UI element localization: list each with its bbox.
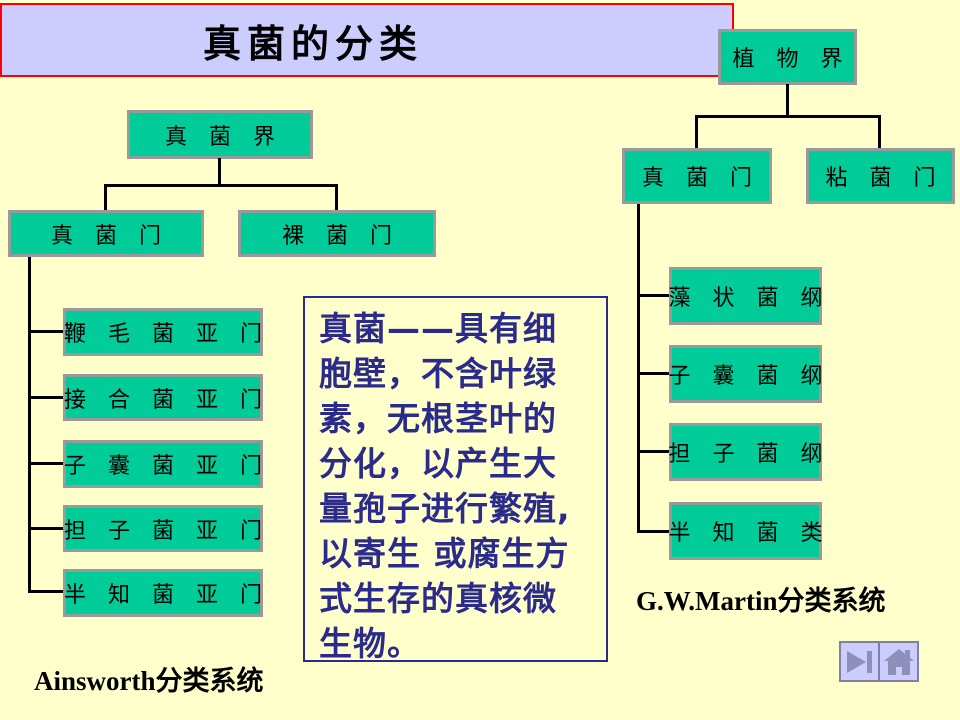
connector-line [637,530,670,533]
connector-line [695,115,698,149]
martin-class-box: 子 囊 菌 纲 [669,345,823,403]
definition-line: 以寄生 或腐生方 [319,534,570,573]
ainsworth-subdivision-box: 子 囊 菌 亚 门 [63,440,263,488]
ainsworth-subdivision-box: 鞭 毛 菌 亚 门 [63,308,263,356]
ainsworth-child-box: 真 菌 门 [8,210,204,257]
martin-caption: G.W.Martin分类系统 [636,586,886,616]
connector-line [878,115,881,149]
definition-line: 生物。 [319,624,421,663]
ainsworth-root-box: 真 菌 界 [127,110,313,159]
connector-line [695,115,881,118]
connector-line [637,372,670,375]
connector-line [335,184,338,211]
connector-line [104,184,338,187]
connector-line [637,294,670,297]
fungi-definition-box: 真菌——具有细 胞壁，不含叶绿 素，无根茎叶的 分化，以产生大 量孢子进行繁殖,… [303,296,608,663]
definition-line: 量孢子进行繁殖, [319,489,571,528]
connector-line [104,184,107,211]
martin-class-box: 担 子 菌 纲 [669,423,823,481]
ainsworth-child-box: 裸 菌 门 [238,210,436,257]
home-icon [883,648,914,675]
ainsworth-caption: Ainsworth分类系统 [34,666,264,696]
definition-line: 式生存的真核微 [319,579,557,618]
ainsworth-subdivision-box: 担 子 菌 亚 门 [63,505,263,552]
connector-line [637,204,640,533]
ainsworth-subdivision-box: 半 知 菌 亚 门 [63,569,263,617]
connector-line [28,330,64,333]
connector-line [28,257,31,593]
connector-line [786,84,789,117]
connector-line [28,590,64,593]
martin-child-box: 真 菌 门 [622,148,772,204]
connector-line [28,527,64,530]
connector-line [637,450,670,453]
martin-class-box: 藻 状 菌 纲 [669,267,823,325]
definition-line: 素，无根茎叶的 [319,399,557,438]
title-banner: 真菌的分类 [0,3,734,77]
martin-root-box: 植 物 界 [718,29,857,85]
definition-line: 胞壁，不含叶绿 [319,354,557,393]
connector-line [28,396,64,399]
next-slide-button[interactable] [839,641,880,682]
page-title: 真菌的分类 [202,21,423,66]
definition-line: 分化，以产生大 [319,444,557,483]
slide-navigation [839,641,919,682]
home-button[interactable] [878,641,919,682]
definition-line: 真菌——具有细 [319,309,557,348]
martin-child-box: 粘 菌 门 [806,148,955,204]
martin-class-box: 半 知 菌 类 [669,502,823,560]
skip-to-end-icon [846,650,872,673]
connector-line [218,158,221,186]
ainsworth-subdivision-box: 接 合 菌 亚 门 [63,374,263,421]
connector-line [28,462,64,465]
